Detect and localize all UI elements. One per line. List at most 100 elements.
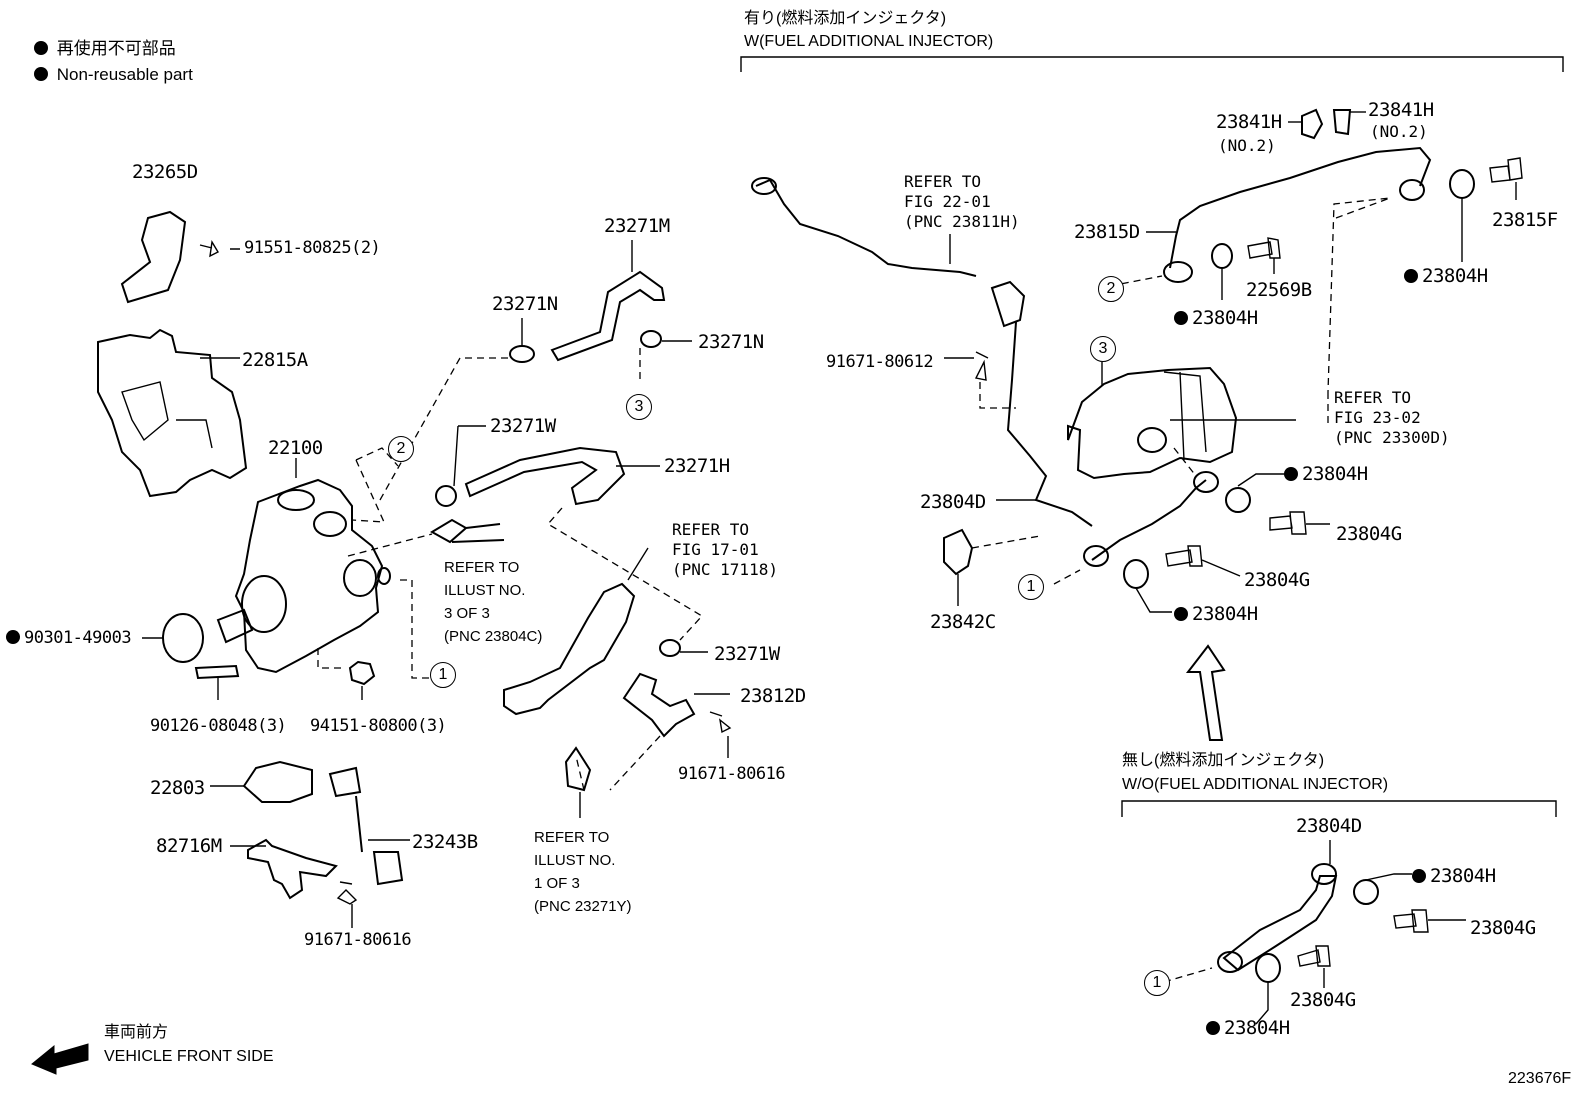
bracket-23812d-shape (622, 672, 696, 738)
without-injector-en: W/O(FUEL ADDITIONAL INJECTOR) (1122, 776, 1389, 793)
clip-23841h-a-shape (1301, 108, 1324, 140)
label-23271n-b: 23271N (698, 331, 764, 353)
label-23815d: 23815D (1074, 221, 1140, 243)
oring-90301-shape (162, 613, 204, 663)
figure-id: 223676F (1508, 1070, 1572, 1087)
sensor-23243b-shape (328, 766, 404, 886)
bolt-22569b-shape (1247, 237, 1281, 259)
bullet-icon (1412, 869, 1426, 883)
front-jp: 車両前方 (104, 1024, 169, 1041)
bolt-91671-80612-shape (974, 351, 989, 381)
label-23815f: 23815F (1492, 209, 1558, 231)
gasket-23804h-c-shape (1123, 559, 1149, 589)
label-82716m: 82716M (156, 835, 222, 857)
hose-23271m-shape (550, 270, 666, 362)
gasket-23804h-f-shape (1255, 953, 1281, 983)
refer-illust-3-of-3: REFER TO ILLUST NO. 3 OF 3 (PNC 23804C) (444, 559, 543, 645)
label-23265d: 23265D (132, 161, 198, 183)
label-23804d-a: 23804D (920, 491, 986, 513)
gasket-23804h-a-shape (1449, 169, 1475, 199)
label-23804g-b: 23804G (1244, 569, 1310, 591)
label-23804d-b: 23804D (1296, 815, 1362, 837)
bullet-icon (1404, 269, 1418, 283)
label-no2-b: (NO.2) (1370, 122, 1428, 141)
clip-23271w-b-shape (659, 639, 681, 657)
bullet-icon (34, 67, 48, 81)
front-en: VEHICLE FRONT SIDE (104, 1048, 274, 1065)
pump-22100-shape (234, 478, 384, 674)
callout-3-b: 3 (1090, 336, 1116, 362)
label-23804h-a-text: 23804H (1422, 265, 1488, 287)
pipe-23804d-a-shape (1006, 321, 1093, 527)
label-23271h: 23271H (664, 455, 730, 477)
label-23804h-d: 23804H (1174, 604, 1258, 624)
label-23804h-d-text: 23804H (1192, 603, 1258, 625)
label-91671-c: 91671-80612 (826, 352, 934, 372)
label-90126: 90126-08048(3) (150, 716, 287, 736)
bullet-icon (1174, 607, 1188, 621)
legend-en-text: Non-reusable part (56, 65, 193, 84)
injector-connector-shape (990, 280, 1026, 328)
bolt-23804g-d-shape (1297, 945, 1331, 967)
pipe-23815d-shape (1169, 146, 1432, 269)
label-23842c: 23842C (930, 611, 996, 633)
label-23804h-b: 23804H (1174, 308, 1258, 328)
label-22569b: 22569B (1246, 279, 1312, 301)
label-23841h-b: 23841H (1368, 99, 1434, 121)
label-22100: 22100 (268, 437, 323, 459)
injector-unit-shape (1067, 366, 1238, 480)
hose-23271h-shape (464, 446, 626, 506)
gasket-23804h-e-shape (1353, 879, 1379, 905)
label-90301-text: 90301-49003 (24, 628, 132, 648)
label-90301: 90301-49003 (6, 628, 132, 648)
label-23804g-d: 23804G (1290, 989, 1356, 1011)
pipe-23811h-shape (755, 178, 977, 277)
bolt-23804g-b-shape (1165, 545, 1203, 567)
label-23804h-c-text: 23804H (1302, 463, 1368, 485)
bolt-23804g-c-shape (1393, 909, 1429, 933)
label-23243b: 23243B (412, 831, 478, 853)
label-23804h-e: 23804H (1412, 866, 1496, 886)
gasket-23804h-b-shape (1225, 487, 1251, 513)
clamp-23842c-shape (943, 528, 974, 576)
label-23271w-b: 23271W (714, 643, 780, 665)
direction-arrow (1185, 644, 1226, 741)
bullet-icon (1174, 311, 1188, 325)
cover-22815a-shape (97, 328, 248, 498)
label-23812d: 23812D (740, 685, 806, 707)
label-91551: 91551-80825(2) (244, 238, 381, 258)
bolt-23815f-shape (1489, 157, 1523, 183)
callout-1-c: 1 (1144, 970, 1170, 996)
label-22815a: 22815A (242, 349, 308, 371)
bullet-icon (1284, 467, 1298, 481)
label-91671-b: 91671-80616 (678, 764, 786, 784)
callout-3-a: 3 (626, 394, 652, 420)
cap-22803-shape (242, 760, 313, 803)
with-injector-en: W(FUEL ADDITIONAL INJECTOR) (744, 33, 994, 50)
without-injector-jp: 無し(燃料添加インジェクタ) (1122, 752, 1325, 769)
label-23271w-a: 23271W (490, 415, 556, 437)
callout-1-a: 1 (430, 662, 456, 688)
bullet-icon (1206, 1021, 1220, 1035)
bracket-23265d-shape (120, 210, 187, 304)
pipe-stub (430, 518, 505, 544)
refer-fig-23-02: REFER TO FIG 23-02 (PNC 23300D) (1334, 388, 1450, 447)
bolt-23804g-a-shape (1269, 511, 1307, 535)
bolt-91551-shape (199, 239, 240, 258)
bracket-82716m-shape (247, 838, 338, 900)
pipe-23271y-stub (564, 746, 592, 792)
label-94151: 94151-80800(3) (310, 716, 447, 736)
label-23804h-a: 23804H (1404, 266, 1488, 286)
label-23804h-c: 23804H (1284, 464, 1368, 484)
callout-1-b: 1 (1018, 574, 1044, 600)
callout-2-b: 2 (1098, 276, 1124, 302)
label-23271n-a: 23271N (492, 293, 558, 315)
label-no2-a: (NO.2) (1218, 136, 1276, 155)
front-arrow-icon (31, 1043, 89, 1075)
legend-jp-text: 再使用不可部品 (56, 39, 176, 58)
bullet-icon (34, 41, 48, 55)
label-23804g-a: 23804G (1336, 523, 1402, 545)
bullet-icon (6, 630, 20, 644)
clip-23271w-a-shape (435, 485, 457, 507)
